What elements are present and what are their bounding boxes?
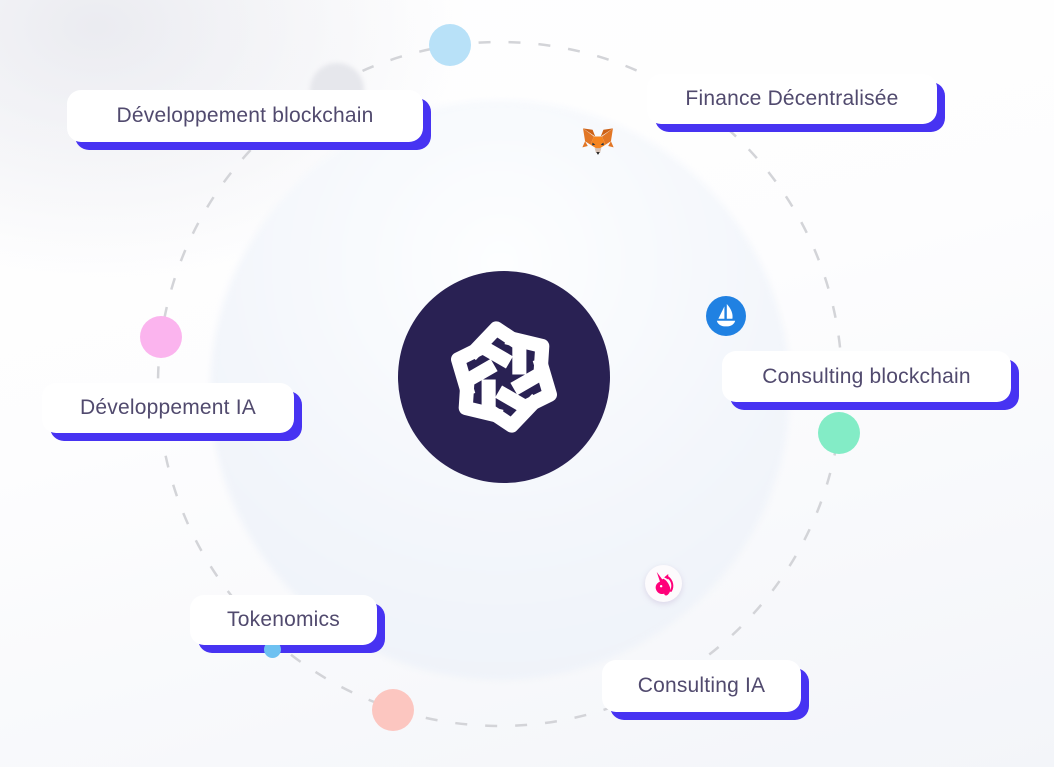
chip-developpement-blockchain[interactable]: Développement blockchain <box>67 90 431 150</box>
opensea-boat-icon <box>706 296 746 336</box>
uniswap-unicorn-icon <box>645 565 682 602</box>
chip-label: Finance Décentralisée <box>685 87 899 110</box>
chip-label: Consulting IA <box>637 674 766 697</box>
decorative-dot-salmon <box>372 689 414 731</box>
decorative-dot-mint <box>818 412 860 454</box>
chip-label: Tokenomics <box>227 608 340 631</box>
decorative-dot-small-blue <box>264 641 281 658</box>
chip-tokenomics[interactable]: Tokenomics <box>190 595 385 653</box>
center-logo-circle <box>398 271 610 483</box>
chip-label: Développement IA <box>80 396 256 419</box>
chip-consulting-ia[interactable]: Consulting IA <box>602 660 809 720</box>
chip-label: Développement blockchain <box>116 104 374 127</box>
decorative-dot-blue <box>429 24 471 66</box>
chip-developpement-ia[interactable]: Développement IA <box>42 383 302 441</box>
chip-label: Consulting blockchain <box>762 364 971 388</box>
chip-finance-decentralisee[interactable]: Finance Décentralisée <box>647 74 945 132</box>
chip-consulting-blockchain[interactable]: Consulting blockchain <box>722 351 1019 410</box>
openai-swirl-logo-icon <box>450 321 558 433</box>
metamask-fox-icon <box>581 127 615 159</box>
decorative-dot-pink <box>140 316 182 358</box>
